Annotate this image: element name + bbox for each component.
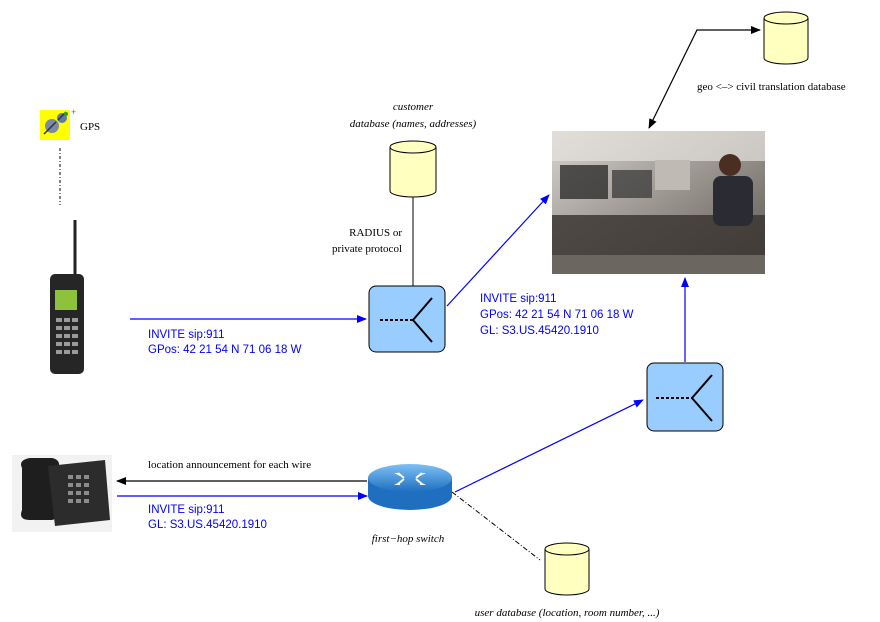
switch-to-proxy2-arrow — [454, 399, 644, 493]
mobile-invite-line1: INVITE sip:911 — [148, 329, 225, 341]
proxy-invite-line3: GL: S3.US.45420.1910 — [480, 325, 599, 337]
first-hop-switch-label: first−hop switch — [372, 533, 445, 545]
radius-label-line1: RADIUS or — [349, 227, 402, 239]
proxy-invite-line1: INVITE sip:911 — [480, 293, 557, 305]
geo-civil-database-icon — [763, 11, 809, 65]
location-announcement-label: location announcement for each wire — [148, 459, 311, 471]
gps-satellite-icon: + — [40, 107, 76, 140]
gps-label: GPS — [80, 121, 100, 133]
radius-label-line2: private protocol — [332, 243, 402, 255]
customer-database-icon — [389, 140, 437, 198]
user-database-icon — [544, 542, 590, 596]
switch-user-db-link — [451, 491, 541, 561]
customer-db-label-line1: customer — [393, 101, 434, 113]
psap-call-center-photo — [552, 131, 765, 274]
psap-geo-db-link — [648, 26, 761, 129]
proxy-invite-line2: GPos: 42 21 54 N 71 06 18 W — [480, 309, 634, 321]
svg-text:+: + — [71, 107, 76, 117]
mobile-phone-icon — [50, 220, 84, 374]
desk-invite-line2: GL: S3.US.45420.1910 — [148, 519, 267, 531]
user-db-label: user database (location, room number, ..… — [475, 607, 660, 619]
proxy-to-psap-arrow — [446, 194, 550, 307]
desk-invite-line1: INVITE sip:911 — [148, 504, 225, 516]
desk-phone-icon — [12, 455, 112, 532]
mobile-invite-line2: GPos: 42 21 54 N 71 06 18 W — [148, 344, 302, 356]
sip-proxy-icon — [646, 362, 724, 432]
customer-db-label-line2: database (names, addresses) — [350, 118, 477, 130]
geo-civil-db-label: geo <–> civil translation database — [697, 81, 846, 93]
sip-proxy-icon — [368, 285, 446, 353]
router-icon — [368, 464, 452, 510]
